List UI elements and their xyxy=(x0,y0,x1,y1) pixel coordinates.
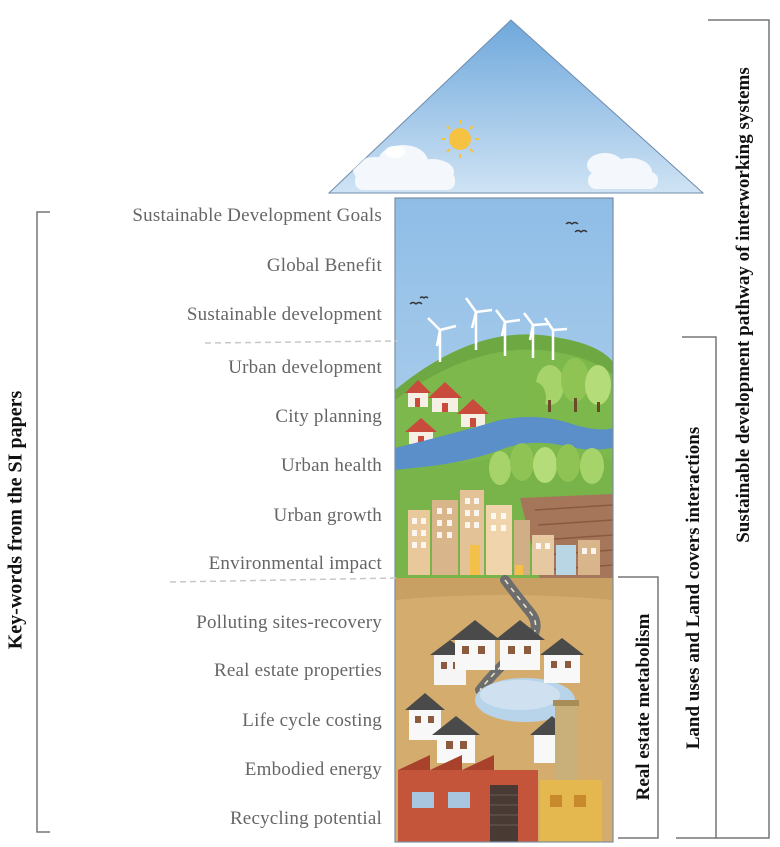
keyword-item: City planning xyxy=(275,406,382,427)
keyword-item: Urban growth xyxy=(273,505,382,526)
pathway-bracket xyxy=(708,19,770,839)
houses-icon xyxy=(405,380,489,444)
keyword-item: Polluting sites-recovery xyxy=(196,612,382,633)
sun-icon xyxy=(441,120,479,158)
separator-line xyxy=(204,340,399,344)
pathway-label: Sustainable development pathway of inter… xyxy=(733,67,754,543)
keyword-item: Life cycle costing xyxy=(242,710,382,731)
land-uses-bracket xyxy=(676,336,717,839)
keyword-item: Global Benefit xyxy=(266,255,382,276)
birds-icon xyxy=(409,221,588,305)
trees-icon xyxy=(489,443,604,485)
suburb-houses xyxy=(405,620,584,763)
arrow-head xyxy=(327,19,705,194)
keyword-item: Recycling potential xyxy=(229,808,382,829)
cloud-icon xyxy=(353,145,455,190)
factory-icon xyxy=(398,700,602,842)
left-bracket-label: Key-words from the SI papers xyxy=(4,390,27,650)
keyword-item: Urban development xyxy=(228,357,382,378)
left-bracket xyxy=(36,211,50,833)
city-buildings xyxy=(408,490,600,575)
keyword-item: Sustainable Development Goals xyxy=(132,205,382,226)
keyword-item: Embodied energy xyxy=(244,759,382,780)
river xyxy=(395,416,613,470)
wind-turbine-icon xyxy=(427,297,568,362)
real-estate-label: Real estate metabolism xyxy=(633,613,654,801)
keyword-item: Sustainable development xyxy=(186,304,382,325)
arrow-shaft xyxy=(395,198,613,842)
keyword-item: Real estate properties xyxy=(214,660,382,681)
trees-icon xyxy=(524,358,611,414)
real-estate-bracket xyxy=(618,576,659,839)
land-uses-label: Land uses and Land covers interactions xyxy=(683,426,704,750)
cloud-icon xyxy=(587,153,658,189)
separator-line xyxy=(169,577,399,583)
keyword-item: Urban health xyxy=(280,455,382,476)
keyword-item: Environmental impact xyxy=(208,553,382,574)
